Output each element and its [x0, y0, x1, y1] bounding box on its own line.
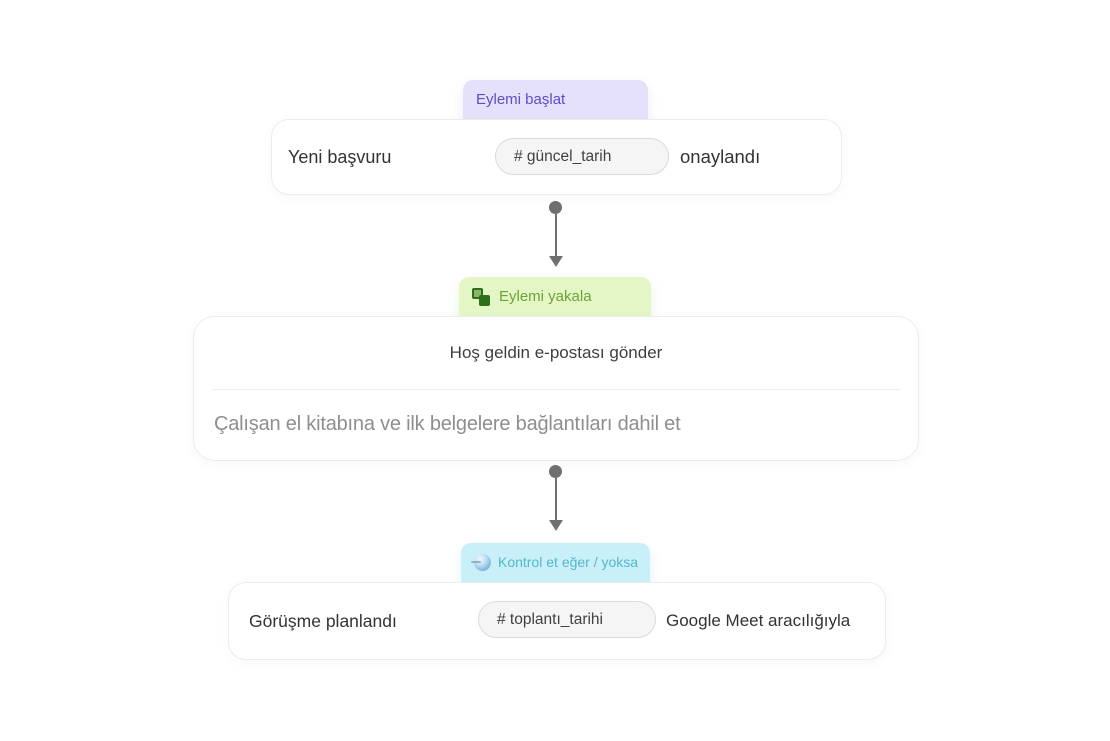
condition-text-after: Google Meet aracılığıyla: [666, 611, 851, 630]
connector-arrow-1: [548, 201, 563, 267]
condition-card[interactable]: Görüşme planlandı # toplantı_tarihi Goog…: [228, 582, 886, 660]
arrow-dot: [549, 201, 562, 214]
sphere-icon: [471, 553, 491, 571]
action-card[interactable]: Hoş geldin e-postası gönder Çalışan el k…: [193, 316, 919, 461]
connector-arrow-2: [548, 465, 563, 531]
copy-icon-front-square: [479, 294, 490, 306]
divider: [213, 389, 900, 390]
trigger-card[interactable]: Yeni başvuru # güncel_tarih onaylandı: [271, 119, 842, 195]
tab-condition-label: Kontrol et eğer / yoksa: [498, 554, 639, 570]
variable-chip-current-date[interactable]: # güncel_tarih: [495, 138, 669, 175]
trigger-text-after: onaylandı: [680, 146, 761, 167]
arrow-line: [554, 214, 557, 256]
tab-trigger-label: Eylemi başlat: [476, 90, 566, 108]
copy-icon-back-square: [472, 287, 483, 299]
arrow-line: [554, 478, 557, 520]
variable-chip-meeting-date[interactable]: # toplantı_tarihi: [478, 601, 656, 638]
tab-condition-step[interactable]: Kontrol et eğer / yoksa: [461, 543, 650, 589]
condition-text-before: Görüşme planlandı: [249, 610, 397, 631]
action-title: Hoş geldin e-postası gönder: [449, 343, 663, 362]
tab-action-label: Eylemi yakala: [499, 287, 592, 305]
tab-action-step[interactable]: Eylemi yakala: [459, 277, 651, 323]
tab-trigger-step[interactable]: Eylemi başlat: [463, 80, 648, 126]
arrow-head-icon: [548, 256, 563, 267]
arrow-head-icon: [548, 520, 563, 531]
copy-squares-icon: [472, 287, 491, 306]
action-description: Çalışan el kitabına ve ilk belgelere bağ…: [214, 413, 681, 435]
trigger-text-before: Yeni başvuru: [288, 146, 392, 167]
arrow-dot: [549, 465, 562, 478]
